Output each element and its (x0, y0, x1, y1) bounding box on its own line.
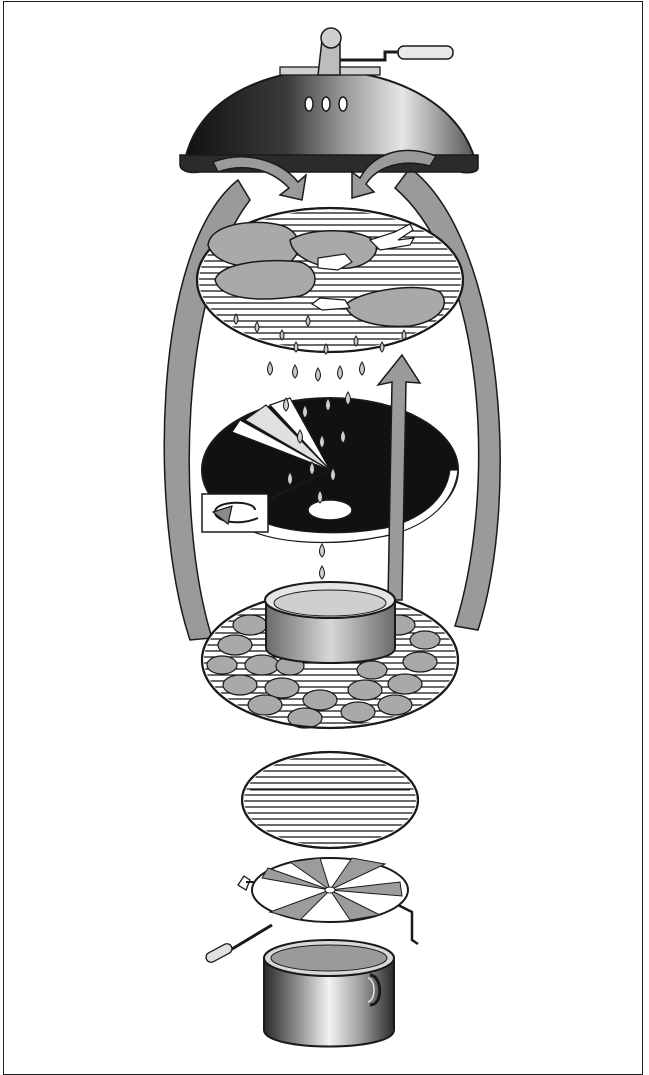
rotate-arrow-icon (202, 494, 268, 532)
ash-grate (242, 752, 418, 848)
vent-hole-icon (322, 97, 330, 111)
drip-pan (265, 582, 395, 663)
food-grill (197, 208, 463, 354)
vent-hole-icon (305, 97, 313, 111)
vent-hole-icon (339, 97, 347, 111)
base-bowl (264, 940, 394, 1047)
lid (180, 28, 478, 173)
fat-drop-icon (268, 362, 365, 381)
